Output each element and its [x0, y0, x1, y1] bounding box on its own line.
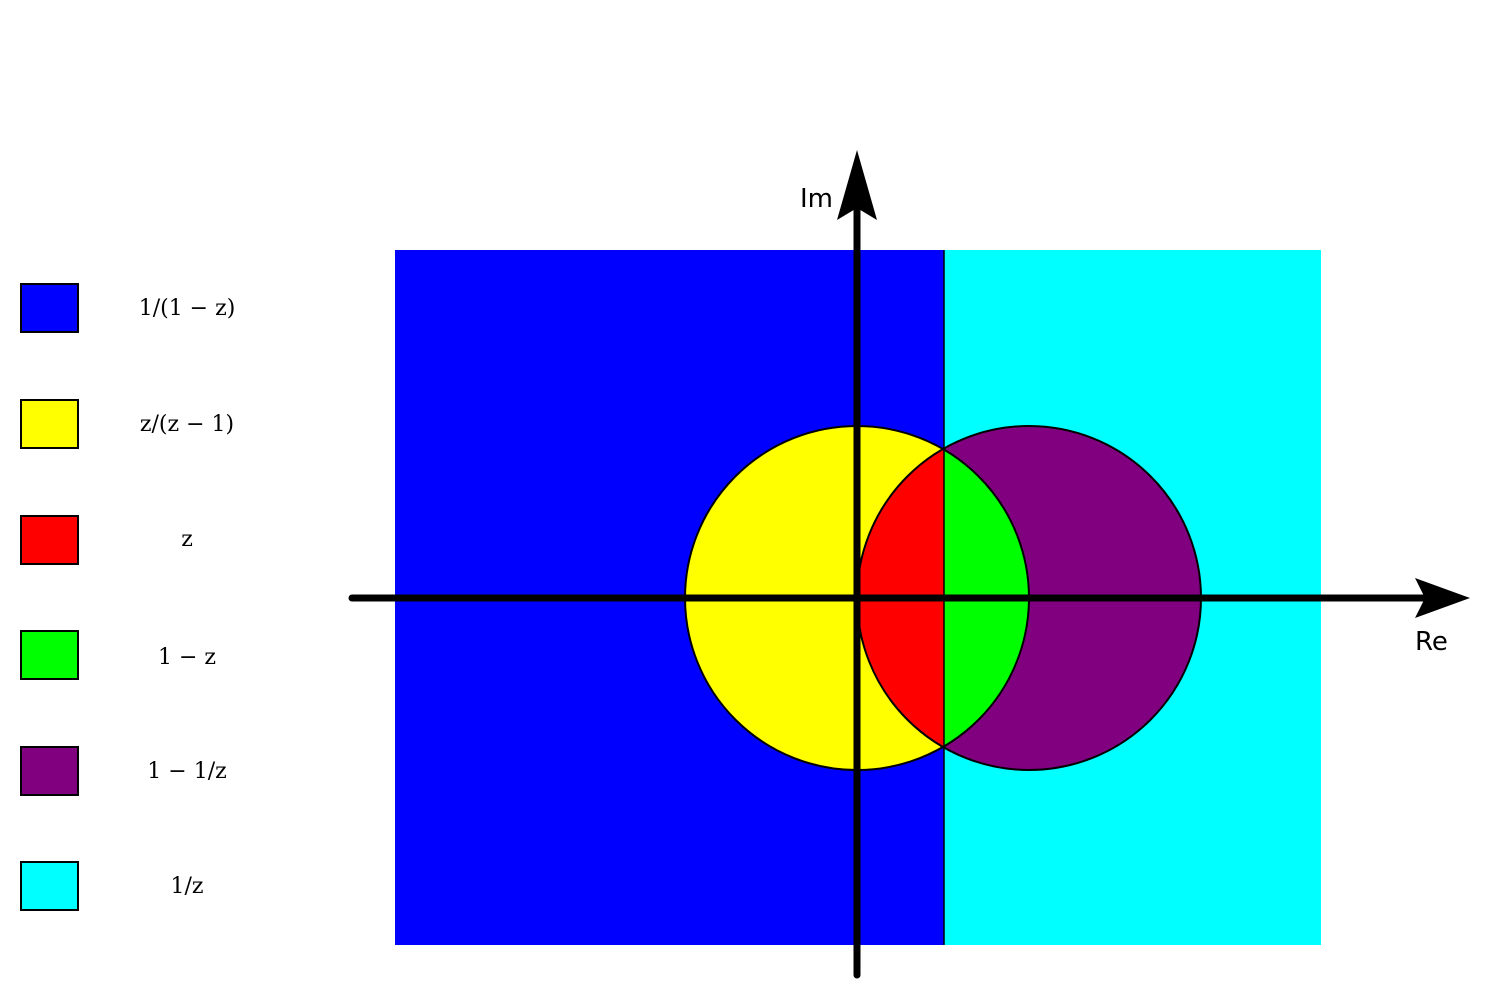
legend-label: 1 − z: [158, 645, 216, 670]
real-axis-arrowhead: [1415, 578, 1470, 618]
legend-swatch: [20, 861, 79, 911]
real-axis-label: Re: [1415, 627, 1448, 657]
legend: 1/(1 − z) z/(z − 1) z 1 − z 1 − 1/z 1/z: [20, 283, 236, 911]
legend-item: 1/z: [20, 861, 204, 911]
legend-label: 1 − 1/z: [147, 759, 226, 784]
legend-swatch: [20, 515, 79, 565]
legend-swatch: [20, 283, 79, 333]
legend-item: z/(z − 1): [20, 399, 234, 449]
legend-item: 1/(1 − z): [20, 283, 236, 333]
imaginary-axis-label: Im: [800, 184, 833, 214]
legend-label: z/(z − 1): [140, 412, 234, 437]
legend-item: 1 − 1/z: [20, 746, 227, 796]
legend-swatch: [20, 399, 79, 449]
legend-label: 1/z: [171, 874, 204, 899]
legend-item: 1 − z: [20, 630, 216, 680]
imaginary-axis-arrowhead: [837, 150, 877, 220]
legend-item: z: [20, 515, 193, 565]
legend-swatch: [20, 630, 79, 680]
legend-label: 1/(1 − z): [139, 296, 236, 321]
legend-label: z: [181, 527, 193, 552]
legend-swatch: [20, 746, 79, 796]
